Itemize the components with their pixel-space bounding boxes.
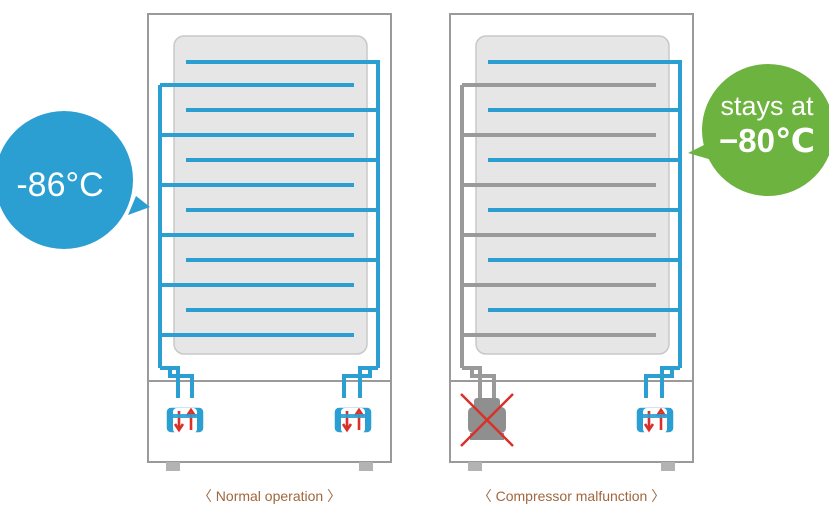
temperature-bubble: stays at−80℃ (688, 64, 829, 196)
compressor-top (474, 398, 500, 408)
left-circuit-pipe (160, 366, 180, 398)
right-circuit-return (644, 368, 674, 398)
right-circuit-return (342, 368, 372, 398)
panel-malfunction: 〈 Compressor malfunction 〉 (449, 13, 694, 504)
cabinet-foot (468, 462, 482, 471)
temperature-bubble: -86°C (0, 111, 150, 249)
interior-chamber (173, 35, 368, 355)
left-circuit-return (470, 368, 496, 398)
failure-cross-icon (460, 393, 514, 447)
bubble-tail (128, 196, 150, 215)
compressor-running-icon (332, 405, 374, 435)
interior-chamber (475, 35, 670, 355)
panel-caption: 〈 Compressor malfunction 〉 (478, 488, 666, 504)
panel-caption: 〈 Normal operation 〉 (198, 488, 341, 504)
left-circuit-pipe (462, 366, 482, 398)
compressor-failed-icon (460, 393, 514, 447)
bubble-circle (702, 64, 829, 196)
bubble-label: -86°C (16, 166, 103, 204)
compressor-base (470, 433, 504, 440)
cabinet-foot (166, 462, 180, 471)
cabinet-foot (359, 462, 373, 471)
left-circuit-return (168, 368, 194, 398)
compressor-running-icon (164, 405, 206, 435)
panel-normal: 〈 Normal operation 〉 (147, 13, 392, 504)
bubble-label-line2: −80℃ (719, 122, 815, 159)
cabinet-foot (661, 462, 675, 471)
compressor-running-icon (634, 405, 676, 435)
bubble-circle (0, 111, 133, 249)
bubble-label-line1: stays at (720, 91, 814, 121)
